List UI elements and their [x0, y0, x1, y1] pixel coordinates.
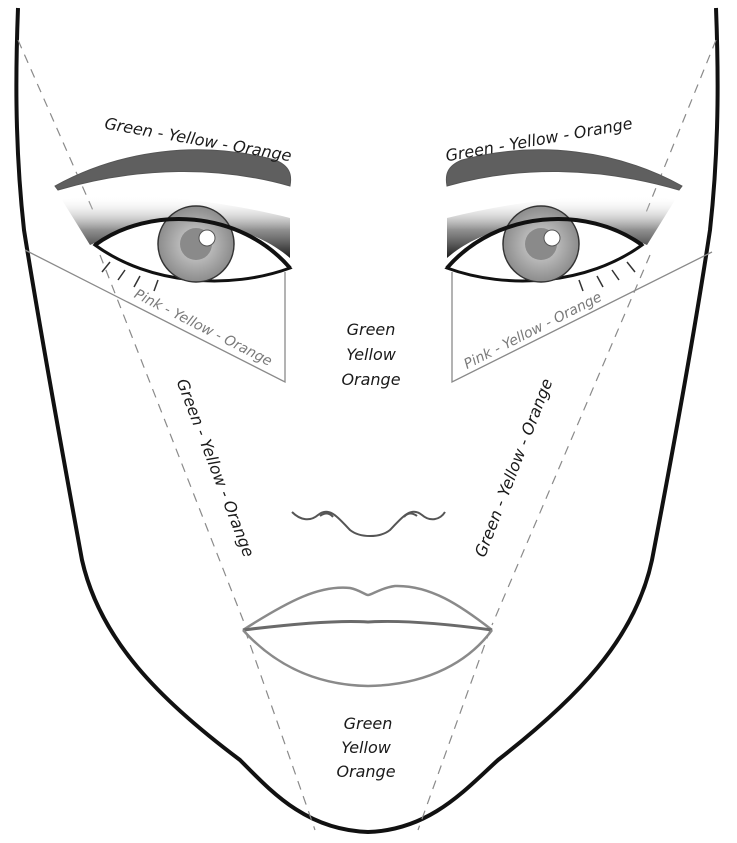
- left-eyebrow: [54, 149, 292, 191]
- left-eye: [92, 205, 293, 292]
- right-eyeshadow: [447, 195, 675, 258]
- nose: [291, 510, 446, 537]
- right-cheek-label: Green - Yellow - Orange: [471, 376, 557, 560]
- left-under-eye-triangle: [24, 249, 286, 384]
- right-under-eye-label: Pink - Yellow - Orange: [461, 289, 604, 372]
- right-eyebrow: [445, 149, 683, 191]
- chin-label-line-3: Orange: [336, 762, 395, 781]
- chin-label: Green Yellow Orange: [336, 714, 395, 781]
- center-label-line-1: Green: [347, 320, 396, 339]
- center-label-line-3: Orange: [341, 370, 400, 389]
- guide-lines: [17, 39, 717, 831]
- lips: [242, 584, 494, 688]
- left-cheek-label: Green - Yellow - Orange: [173, 376, 259, 560]
- right-eye: [444, 205, 645, 292]
- chin-label-line-1: Green: [344, 714, 393, 733]
- right-under-eye-triangle: [451, 251, 713, 384]
- center-label-line-2: Yellow: [346, 345, 397, 364]
- center-label: Green Yellow Orange: [341, 320, 400, 389]
- face-outline: [14, 7, 720, 835]
- chin-label-line-2: Yellow: [341, 738, 392, 757]
- left-eyeshadow: [62, 195, 290, 258]
- left-under-eye-label: Pink - Yellow - Orange: [131, 286, 274, 369]
